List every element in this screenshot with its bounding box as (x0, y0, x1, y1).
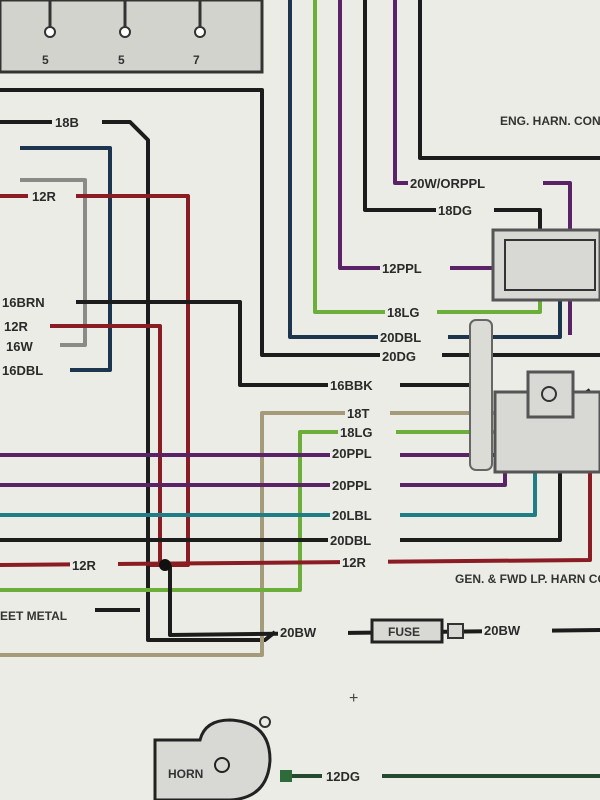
wire-label: 20DBL (330, 533, 371, 548)
wire-label: 20DG (382, 349, 416, 364)
terminal-number: 7 (193, 53, 200, 67)
fuse: FUSE (370, 618, 464, 644)
wire-label: 16DBL (2, 363, 43, 378)
wire-label: 16BBK (330, 378, 373, 393)
wire-label: 12R (4, 319, 28, 334)
sheet-metal-label: EET METAL (0, 609, 67, 623)
terminal-block: 5 5 7 (0, 0, 264, 74)
wire-label: 18LG (387, 305, 420, 320)
wire-label: 20PPL (332, 446, 372, 461)
wire-label: 20PPL (332, 478, 372, 493)
gen-harness-label: GEN. & FWD LP. HARN CONN. (455, 572, 600, 586)
bracket (469, 319, 493, 471)
wire-label: 12R (72, 558, 96, 573)
wire-label: 18LG (340, 425, 373, 440)
splice-junction (159, 559, 171, 571)
wire-label: 20BW (280, 625, 317, 640)
wire-label: 20DBL (380, 330, 421, 345)
terminal-5b (119, 26, 131, 38)
terminal-7 (194, 26, 206, 38)
terminal-number: 5 (42, 53, 49, 67)
wire-label: 12DG (326, 769, 360, 784)
wire-label: 20LBL (332, 508, 372, 523)
cursor-crosshair: + (349, 690, 358, 707)
eng-connector-block (491, 228, 600, 302)
wire-label: 16BRN (2, 295, 45, 310)
wire-label: 18DG (438, 203, 472, 218)
eng-harness-label: ENG. HARN. CONN. (500, 114, 600, 128)
wire-label: 12R (342, 555, 366, 570)
wire-label: 18T (347, 406, 369, 421)
wire-label: 12R (32, 189, 56, 204)
wire-label: 20BW (484, 623, 521, 638)
wire-label: 16W (6, 339, 33, 354)
wire-labels: 18B 12R 16BRN 12R 16W 16DBL 20W/ORPPL 18… (0, 114, 552, 784)
fuse-label: FUSE (388, 625, 420, 639)
horn: HORN (153, 716, 292, 800)
terminal-5a (44, 26, 56, 38)
wire-label: 20W/ORPPL (410, 176, 485, 191)
horn-label: HORN (168, 767, 203, 781)
wire-label: 18B (55, 115, 79, 130)
terminal-number: 5 (118, 53, 125, 67)
wire-label: 12PPL (382, 261, 422, 276)
eng-harness-outline (418, 0, 600, 160)
